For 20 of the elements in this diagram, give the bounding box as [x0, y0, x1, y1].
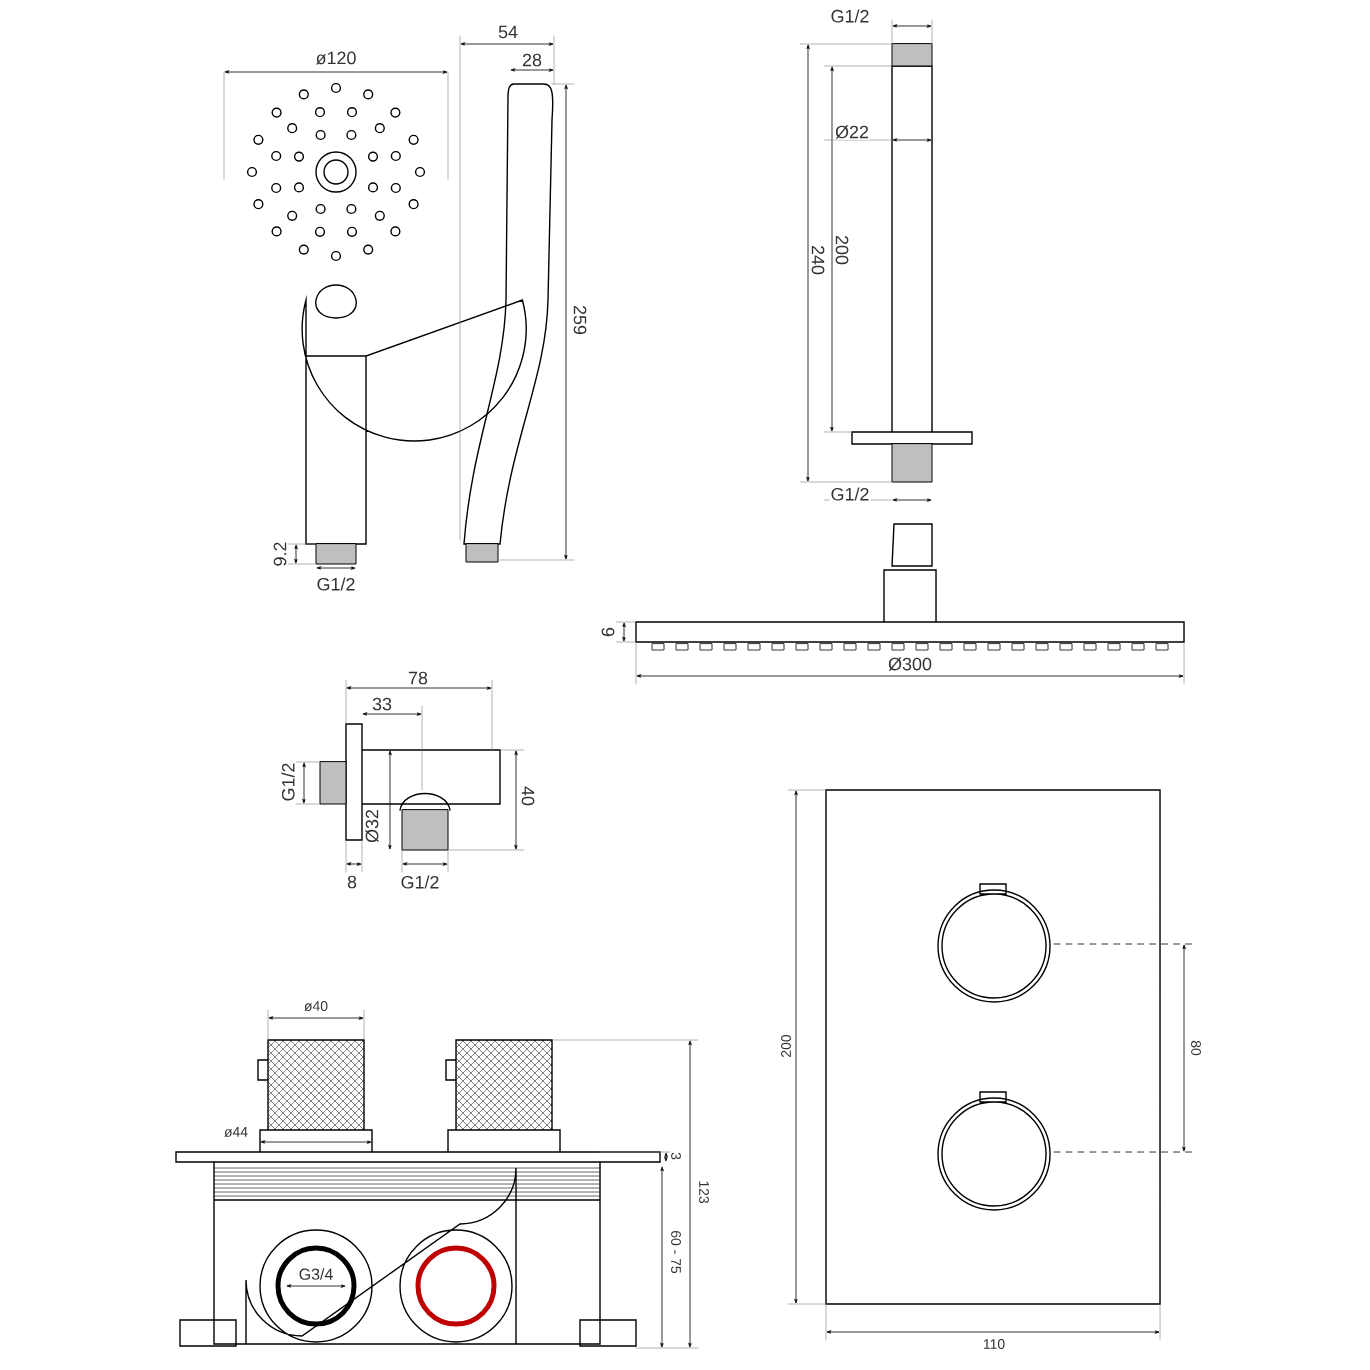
dimension-label: G1/2 — [829, 8, 871, 24]
dimension-label: ø120 — [314, 50, 358, 66]
dimension-label: G1/2 — [399, 874, 441, 890]
dimension-label: 8 — [346, 874, 358, 890]
dimension-label: 240 — [810, 244, 826, 276]
dimension-label: 28 — [521, 52, 543, 68]
dimension-label: G1/2 — [315, 576, 357, 592]
dimension-label: 40 — [520, 785, 536, 807]
dimension-label: Ø300 — [887, 656, 933, 672]
dimension-label: 9.2 — [272, 540, 288, 568]
dimension-label: 54 — [497, 24, 519, 40]
dimension-label: G1/2 — [829, 486, 871, 502]
dimension-label: 200 — [834, 234, 850, 266]
dimension-label: 259 — [572, 304, 588, 336]
dimension-label: G1/2 — [280, 761, 296, 803]
dimension-label: Ø22 — [834, 124, 870, 140]
dimension-label: Ø32 — [364, 808, 380, 844]
dimension-label: 78 — [407, 670, 429, 686]
dimension-label: 33 — [371, 696, 393, 712]
dimension-label: 9 — [600, 626, 616, 638]
